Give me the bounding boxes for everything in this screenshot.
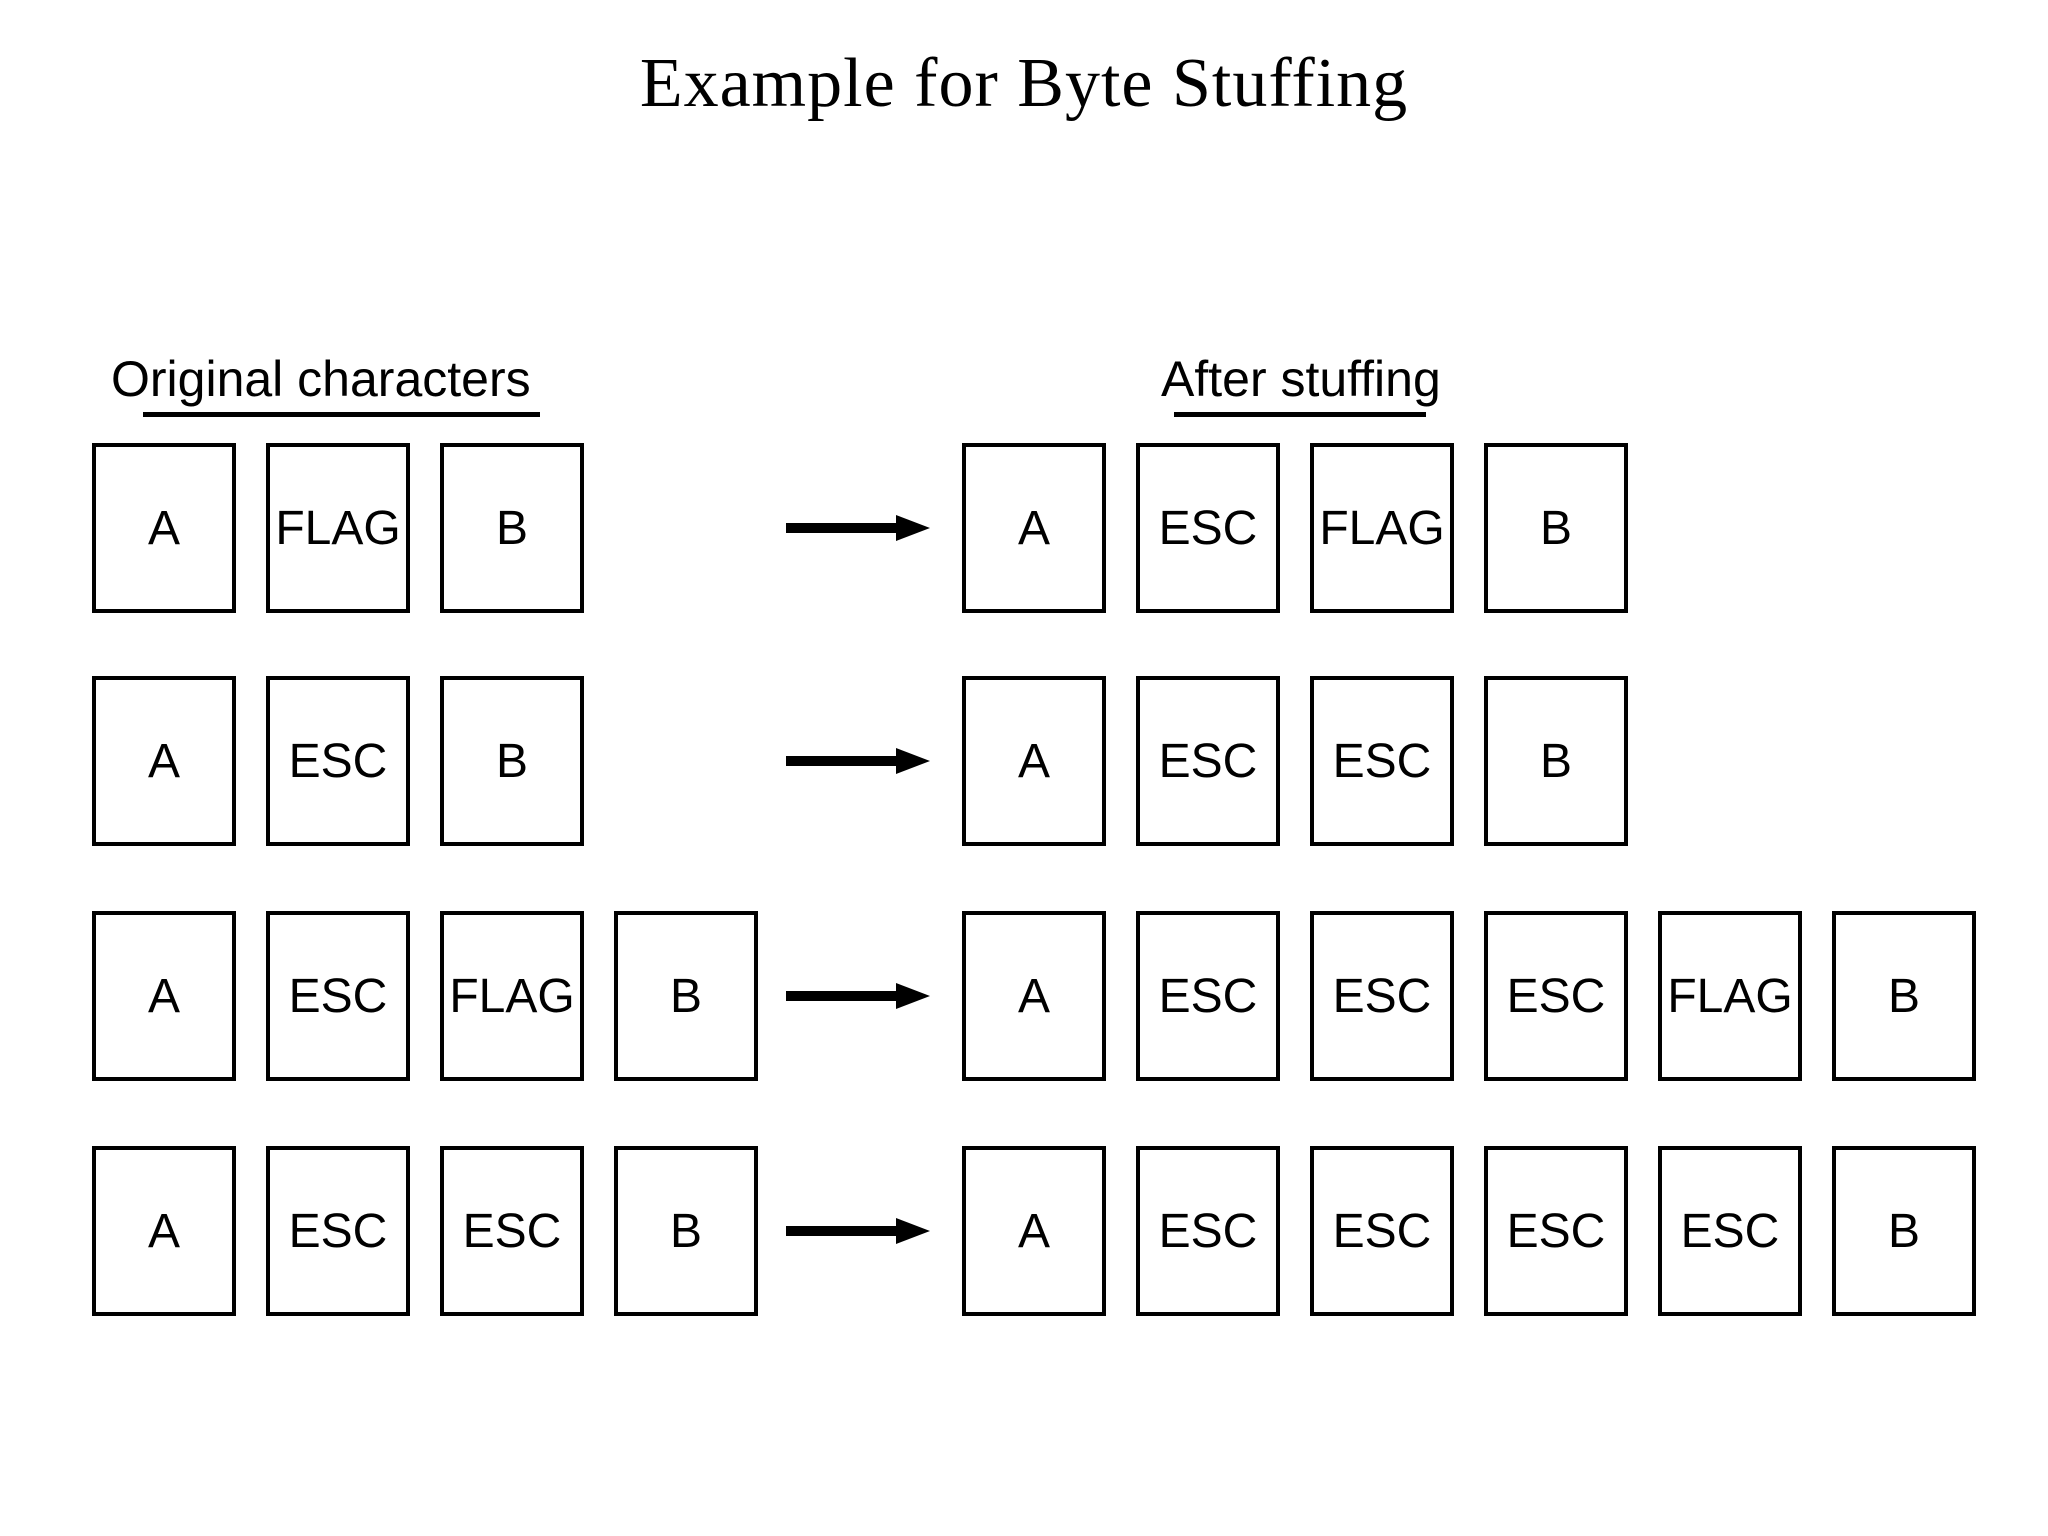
byte-cell: ESC [266, 911, 410, 1081]
byte-cell: ESC [1136, 911, 1280, 1081]
byte-cell: B [1832, 1146, 1976, 1316]
byte-cell: ESC [1658, 1146, 1802, 1316]
byte-cell: FLAG [1658, 911, 1802, 1081]
byte-cell: ESC [1484, 911, 1628, 1081]
byte-cell: ESC [1136, 443, 1280, 613]
right-arrow-icon [786, 515, 930, 541]
byte-cell: A [962, 1146, 1106, 1316]
right-arrow-icon [786, 1218, 930, 1244]
arrow-shaft [786, 523, 900, 533]
byte-cell: A [92, 911, 236, 1081]
row3-stuffed-cells: A ESC ESC ESC FLAG B [962, 911, 1976, 1081]
row4-original-cells: A ESC ESC B [92, 1146, 758, 1316]
byte-cell: B [1484, 676, 1628, 846]
column-heading-original: Original characters [111, 351, 531, 407]
byte-cell: ESC [1310, 1146, 1454, 1316]
byte-cell: ESC [1136, 676, 1280, 846]
byte-cell: ESC [266, 1146, 410, 1316]
byte-cell: A [962, 911, 1106, 1081]
arrow-head [896, 748, 930, 774]
row2-original-cells: A ESC B [92, 676, 584, 846]
byte-cell: B [440, 676, 584, 846]
byte-cell: ESC [440, 1146, 584, 1316]
byte-cell: B [614, 1146, 758, 1316]
row1-original-cells: A FLAG B [92, 443, 584, 613]
byte-cell: B [440, 443, 584, 613]
arrow-head [896, 1218, 930, 1244]
arrow-shaft [786, 756, 900, 766]
byte-cell: A [962, 443, 1106, 613]
byte-cell: ESC [266, 676, 410, 846]
byte-cell: FLAG [266, 443, 410, 613]
byte-cell: ESC [1310, 911, 1454, 1081]
byte-cell: ESC [1310, 676, 1454, 846]
row2-stuffed-cells: A ESC ESC B [962, 676, 1628, 846]
byte-cell: A [92, 676, 236, 846]
byte-cell: B [1484, 443, 1628, 613]
byte-cell: B [614, 911, 758, 1081]
arrow-head [896, 515, 930, 541]
row4-stuffed-cells: A ESC ESC ESC ESC B [962, 1146, 1976, 1316]
byte-cell: FLAG [440, 911, 584, 1081]
page-title: Example for Byte Stuffing [639, 45, 1409, 122]
underline-original [143, 412, 540, 417]
arrow-head [896, 983, 930, 1009]
arrow-shaft [786, 1226, 900, 1236]
byte-cell: A [92, 443, 236, 613]
right-arrow-icon [786, 983, 930, 1009]
right-arrow-icon [786, 748, 930, 774]
byte-cell: ESC [1136, 1146, 1280, 1316]
byte-cell: A [962, 676, 1106, 846]
arrow-shaft [786, 991, 900, 1001]
byte-cell: A [92, 1146, 236, 1316]
byte-cell: FLAG [1310, 443, 1454, 613]
row1-stuffed-cells: A ESC FLAG B [962, 443, 1628, 613]
byte-cell: ESC [1484, 1146, 1628, 1316]
byte-cell: B [1832, 911, 1976, 1081]
column-heading-after-stuffing: After stuffing [1161, 351, 1441, 407]
underline-after-stuffing [1174, 412, 1426, 417]
row3-original-cells: A ESC FLAG B [92, 911, 758, 1081]
